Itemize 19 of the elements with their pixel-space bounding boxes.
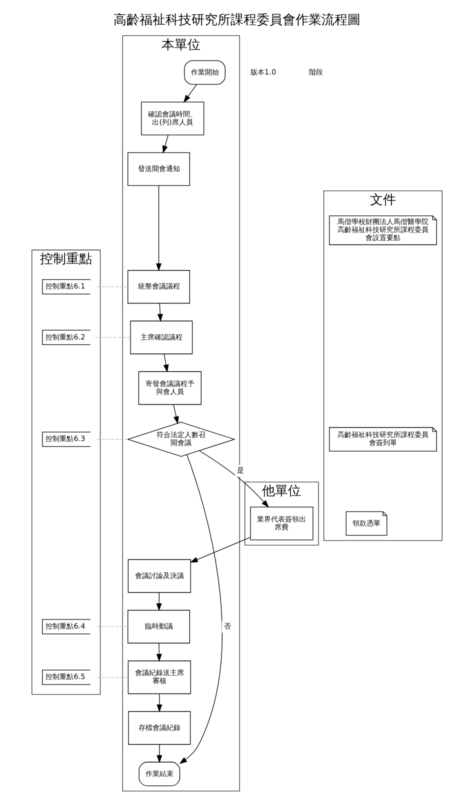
arrow: [156, 592, 162, 612]
arrow: [199, 450, 269, 508]
connector: [95, 439, 128, 440]
arrow: [156, 694, 162, 712]
arrow: [179, 454, 222, 764]
arrow: [156, 744, 162, 764]
arrow: [156, 185, 162, 272]
arrow: [157, 303, 163, 322]
connector: [95, 286, 128, 288]
connector: [95, 676, 128, 678]
arrow: [162, 134, 168, 154]
connector: [95, 337, 131, 338]
arrow: [156, 642, 162, 662]
arrow: [173, 404, 179, 424]
arrow: [183, 84, 197, 103]
diagram-title: 高齡福祉科技研究所課程委員會作業流程圖: [114, 12, 360, 28]
arrow: [163, 354, 169, 373]
connector: [95, 626, 128, 628]
arrow: [190, 537, 251, 563]
